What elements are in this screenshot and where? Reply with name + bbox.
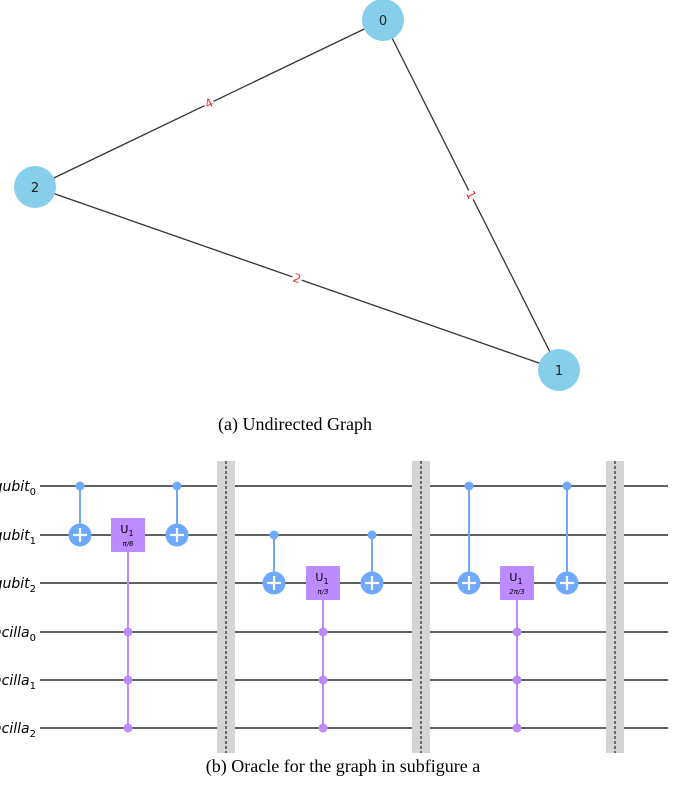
u1-control-dot bbox=[123, 627, 133, 637]
wire-subscript: 1 bbox=[30, 536, 36, 547]
wire-name: qubit bbox=[0, 479, 30, 495]
u1-control-dot bbox=[318, 627, 328, 637]
edge-label-bg bbox=[290, 271, 304, 286]
cnot-control-dot bbox=[464, 481, 474, 491]
graph-node-1 bbox=[538, 349, 580, 391]
u1-control-dot bbox=[318, 675, 328, 685]
u1-gate-param: 2π/3 bbox=[509, 588, 524, 596]
u1-gate-label: U1 bbox=[509, 571, 522, 586]
gate-name: U bbox=[120, 523, 128, 536]
oracle-circuit: qubit0qubit1qubit2ancilla0ancilla1ancill… bbox=[0, 461, 668, 753]
graph-node-0 bbox=[362, 0, 404, 41]
wire-label: qubit1 bbox=[0, 528, 36, 547]
u1-gate-box bbox=[306, 566, 340, 600]
wire-label: ancilla1 bbox=[0, 673, 36, 692]
wire-subscript: 2 bbox=[30, 729, 36, 740]
u1-control-dot bbox=[512, 627, 522, 637]
graph-node-label: 1 bbox=[555, 364, 563, 379]
wire-name: ancilla bbox=[0, 673, 30, 689]
edge-label-bg bbox=[463, 187, 479, 203]
cnot-control-dot bbox=[75, 481, 85, 491]
wire-subscript: 2 bbox=[30, 584, 36, 595]
u1-control-dot bbox=[123, 723, 133, 733]
wire-label: qubit0 bbox=[0, 479, 36, 498]
wire-label: qubit2 bbox=[0, 576, 36, 595]
u1-control-dot bbox=[123, 675, 133, 685]
graph-caption: (a) Undirected Graph bbox=[218, 414, 372, 435]
cnot-control-dot bbox=[172, 481, 182, 491]
u1-gate-box bbox=[111, 518, 145, 552]
graph-node-2 bbox=[14, 166, 56, 208]
u1-control-dot bbox=[318, 723, 328, 733]
wire-name: ancilla bbox=[0, 721, 30, 737]
wire-label: ancilla0 bbox=[0, 625, 36, 644]
wire-subscript: 0 bbox=[30, 633, 36, 644]
cnot-control-dot bbox=[562, 481, 572, 491]
graph-node-label: 2 bbox=[31, 181, 39, 196]
u1-gate-label: U1 bbox=[315, 571, 328, 586]
gate-subscript: 1 bbox=[323, 577, 328, 586]
u1-gate-box bbox=[500, 566, 534, 600]
gate-subscript: 1 bbox=[128, 529, 133, 538]
gate-name: U bbox=[509, 571, 517, 584]
wire-subscript: 0 bbox=[30, 487, 36, 498]
wire-name: qubit bbox=[0, 576, 30, 592]
circuit-caption: (b) Oracle for the graph in subfigure a bbox=[206, 756, 480, 777]
graph-node-label: 0 bbox=[379, 14, 387, 29]
wire-label: ancilla2 bbox=[0, 721, 36, 740]
cnot-control-dot bbox=[367, 530, 377, 540]
gate-subscript: 1 bbox=[517, 577, 522, 586]
edge-weight-label: 2 bbox=[291, 271, 303, 287]
u1-gate-param: π/3 bbox=[317, 588, 328, 596]
wire-name: ancilla bbox=[0, 625, 30, 641]
u1-gate-param: π/6 bbox=[122, 540, 134, 548]
wire-name: qubit bbox=[0, 528, 30, 544]
cnot-control-dot bbox=[269, 530, 279, 540]
u1-control-dot bbox=[512, 675, 522, 685]
u1-control-dot bbox=[512, 723, 522, 733]
undirected-graph: 412 012 bbox=[14, 0, 580, 391]
u1-gate-label: U1 bbox=[120, 523, 133, 538]
gate-name: U bbox=[315, 571, 323, 584]
edge-label-bg bbox=[201, 95, 217, 112]
wire-subscript: 1 bbox=[30, 681, 36, 692]
